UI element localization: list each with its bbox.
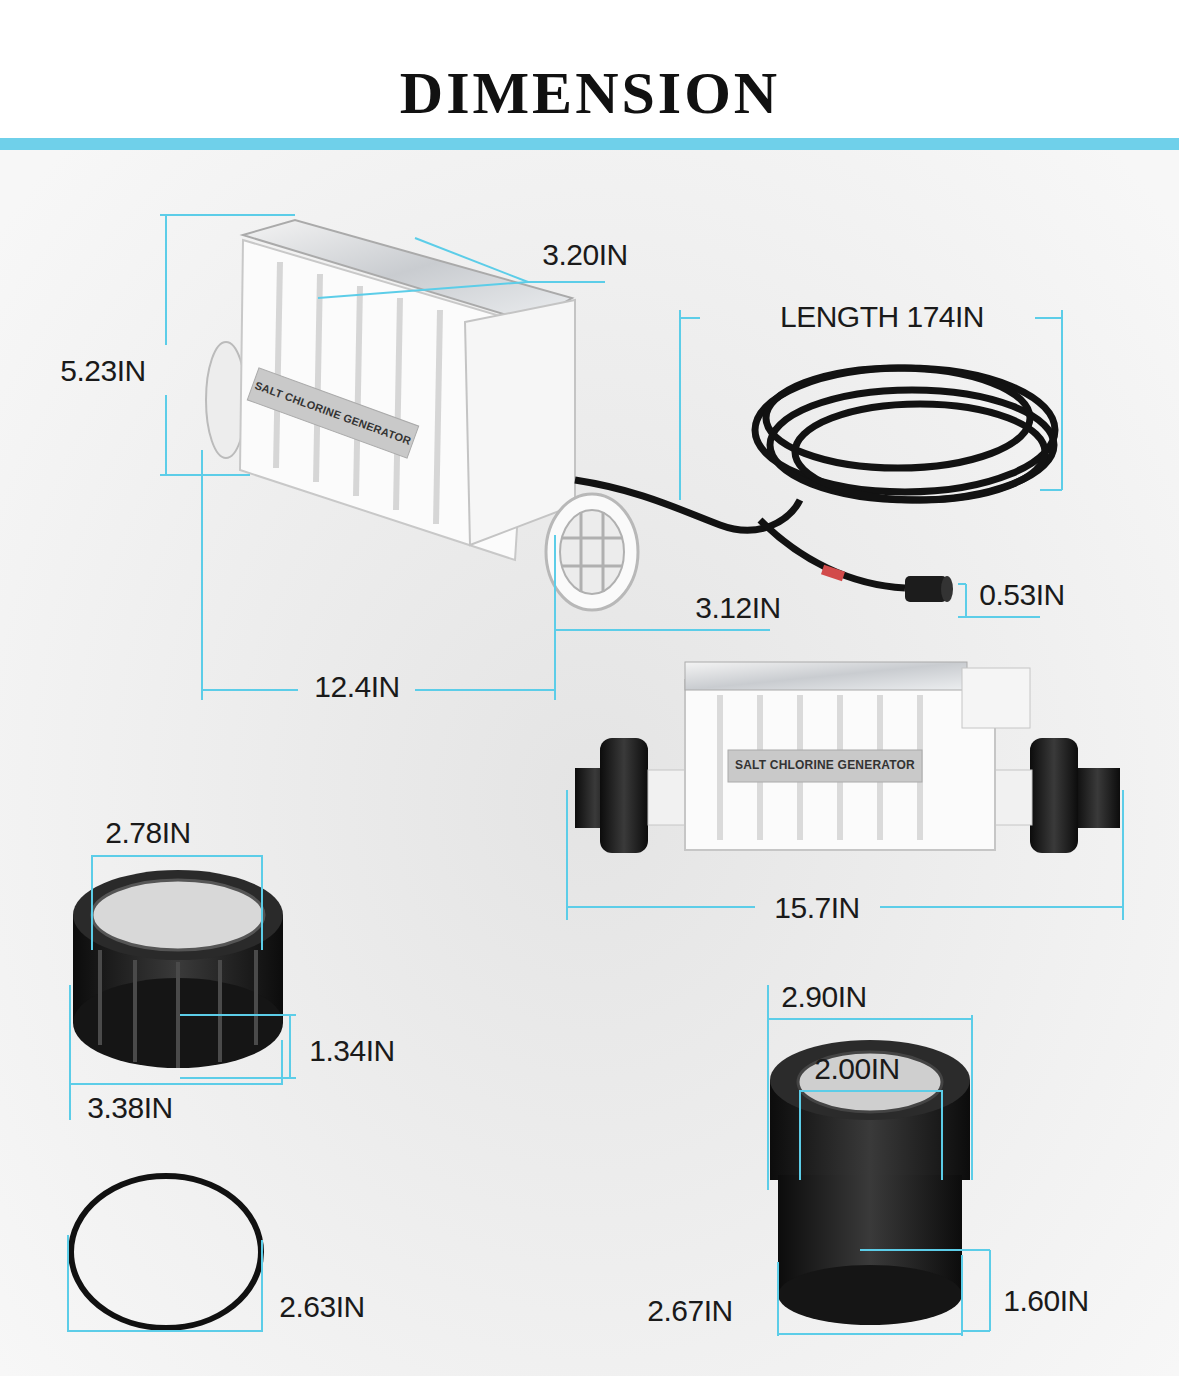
dimension-label: 12.4IN: [314, 670, 399, 703]
dimension-label: 5.23IN: [60, 354, 145, 387]
dimension-label: 2.63IN: [279, 1290, 364, 1323]
dimension-label: 0.53IN: [979, 578, 1064, 611]
cable: [575, 368, 1055, 588]
dimension-label: 2.67IN: [647, 1294, 732, 1327]
dimension-label: 2.00IN: [814, 1052, 899, 1085]
dimension-lines: [68, 215, 1123, 1336]
dimension-label: 15.7IN: [774, 891, 859, 924]
dimension-label: 3.38IN: [87, 1091, 172, 1124]
dimension-label: 3.20IN: [542, 238, 627, 271]
union-nut: [73, 870, 283, 1068]
dimension-label: 1.34IN: [309, 1034, 394, 1067]
o-ring: [71, 1176, 261, 1328]
generator-iso: [206, 220, 638, 610]
dimension-label: LENGTH 174IN: [780, 300, 984, 333]
dimension-label: 2.78IN: [105, 816, 190, 849]
generator-side: [575, 662, 1120, 853]
dimension-label: 1.60IN: [1003, 1284, 1088, 1317]
dimension-label: 2.90IN: [781, 980, 866, 1013]
dimension-label: 3.12IN: [695, 591, 780, 624]
product-label: SALT CHLORINE GENERATOR: [735, 759, 915, 772]
adapter: [770, 1040, 970, 1325]
page-title: DIMENSION: [400, 60, 780, 126]
